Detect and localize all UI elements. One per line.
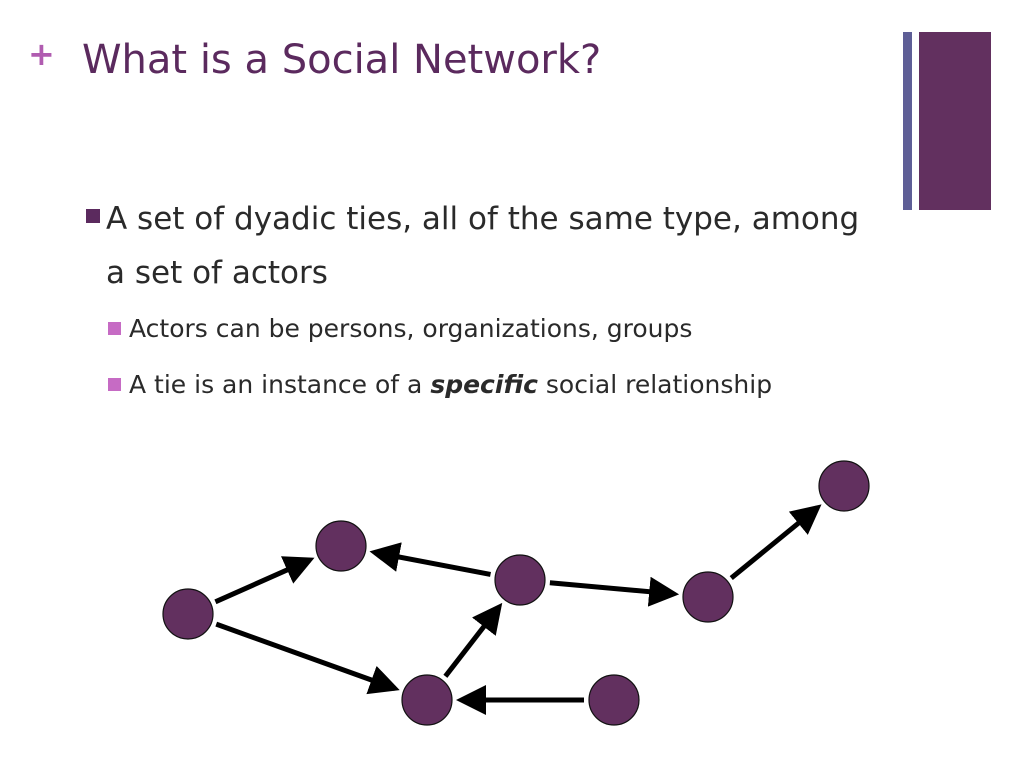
bullet-main-text: A set of dyadic ties, all of the same ty… — [106, 201, 860, 291]
node-n7 — [818, 460, 870, 512]
bullet-sub-2-text-before: A tie is an instance of a — [129, 370, 431, 399]
bullet-sub-2: A tie is an instance of a specific socia… — [108, 370, 772, 400]
node-n2 — [315, 520, 367, 572]
node-n1 — [162, 588, 214, 640]
edge-n3-n2 — [369, 542, 491, 577]
node-n5 — [401, 674, 453, 726]
edge-n5-n3 — [443, 602, 503, 678]
bullet-sub-1: Actors can be persons, organizations, gr… — [108, 314, 692, 344]
decorative-bar-block — [919, 32, 991, 210]
bullet-sub-1-text: Actors can be persons, organizations, gr… — [129, 314, 693, 343]
network-nodes — [162, 460, 870, 726]
edge-n1-n2 — [214, 556, 315, 605]
slide-title: What is a Social Network? — [82, 37, 602, 83]
square-bullet-icon — [86, 209, 100, 223]
edge-n4-n7 — [729, 504, 822, 580]
edge-n1-n5 — [215, 621, 400, 695]
bullet-sub-2-text-after: social relationship — [537, 370, 773, 399]
node-n3 — [494, 554, 546, 606]
bullet-sub-2-emphasis: specific — [430, 370, 538, 399]
plus-icon: + — [28, 35, 55, 73]
node-n6 — [588, 674, 640, 726]
square-bullet-icon — [108, 378, 121, 391]
bullet-main: A set of dyadic ties, all of the same ty… — [86, 192, 886, 300]
node-n4 — [682, 571, 734, 623]
decorative-bar-thin — [903, 32, 912, 210]
network-edges — [214, 504, 822, 715]
square-bullet-icon — [108, 322, 121, 335]
edge-n3-n4 — [549, 576, 680, 607]
